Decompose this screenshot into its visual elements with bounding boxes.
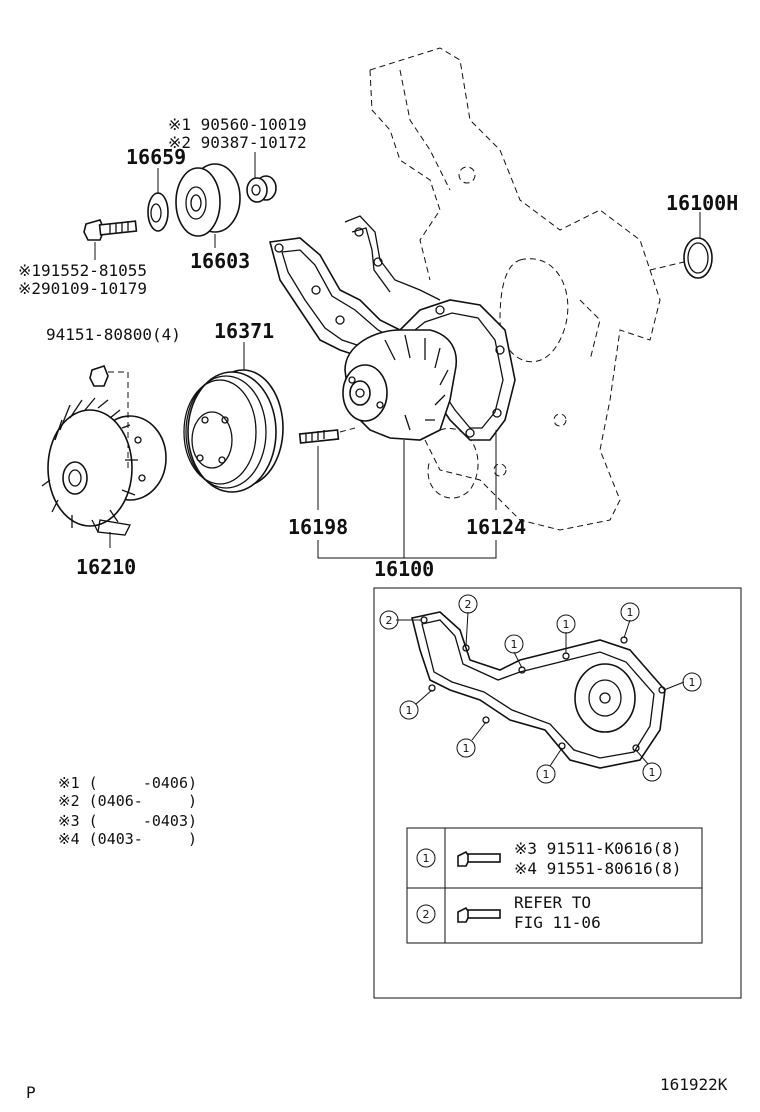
callout-number: 1 (406, 704, 413, 717)
leader-lines (94, 152, 701, 559)
washer-16659 (147, 192, 169, 232)
callout-circle (620, 602, 640, 622)
table-row1-number: 1 (423, 852, 430, 865)
callout-number: 1 (543, 768, 550, 781)
pulley-16371 (183, 369, 284, 493)
callout-number: 2 (386, 614, 393, 627)
label-94151: 94151-80800(4) (46, 325, 181, 344)
callout-circle (379, 610, 399, 630)
label-16198: 16198 (288, 515, 348, 539)
table-row1-line2: ※4 91551-80616(8) (514, 859, 682, 878)
callout-number: 2 (465, 598, 472, 611)
callout-number: 1 (511, 638, 518, 651)
sleeve-90560 (246, 175, 277, 203)
label-bolt-a: ※191552-81055 (18, 261, 147, 280)
fan-clutch-16210 (41, 397, 167, 536)
water-pump (342, 329, 457, 441)
label-ref1-b: ※2 90387-10172 (168, 133, 307, 152)
callout-number: 1 (463, 742, 470, 755)
label-bolt-b: ※290109-10179 (18, 279, 147, 298)
callout-circle (536, 764, 556, 784)
table-row2-number: 2 (423, 908, 430, 921)
detail-table: 1 2 ※3 91511-K0616(8) ※4 91551-80616(8) … (406, 827, 703, 944)
callout-circle (642, 762, 662, 782)
callout-circle (504, 634, 524, 654)
callout-circle (682, 672, 702, 692)
label-16100H: 16100H (666, 191, 738, 215)
note-line: ※4 (0403- ) (58, 830, 197, 848)
callout-circle (556, 614, 576, 634)
callout-circle (399, 700, 419, 720)
bolt-icon (457, 850, 501, 867)
callout-circle (456, 738, 476, 758)
note-line: ※3 ( -0403) (58, 812, 197, 830)
table-row1-line1: ※3 91511-K0616(8) (514, 839, 682, 858)
callout-number: 1 (627, 606, 634, 619)
detail-frame (373, 587, 742, 999)
note-line: ※1 ( -0406) (58, 774, 197, 792)
callout-circle (458, 594, 478, 614)
footer-left: P (26, 1083, 36, 1102)
label-16371: 16371 (214, 319, 274, 343)
label-16659: 16659 (126, 145, 186, 169)
footer-figure-code: 161922K (660, 1075, 728, 1094)
callout-number: 1 (689, 676, 696, 689)
label-16603: 16603 (190, 249, 250, 273)
bolt-icon (457, 906, 501, 923)
nut-94151 (89, 365, 129, 470)
label-ref1-a: ※1 90560-10019 (168, 115, 307, 134)
table-row2-line1: REFER TO (514, 893, 591, 912)
applicability-notes: ※1 ( -0406) ※2 (0406- ) ※3 ( -0403) ※4 (… (58, 774, 197, 848)
label-16100: 16100 (374, 557, 434, 581)
stud-16198 (298, 427, 356, 444)
bolt-91552 (83, 219, 138, 241)
callout-number: 1 (649, 766, 656, 779)
idler-pulley-16603 (175, 163, 241, 237)
callout-number: 1 (563, 618, 570, 631)
label-16124: 16124 (466, 515, 526, 539)
note-line: ※2 (0406- ) (58, 792, 197, 810)
gasket-rear (344, 215, 441, 301)
table-row2-line2: FIG 11-06 (514, 913, 601, 932)
o-ring-16100H (683, 237, 713, 279)
callout-group: 2 2 1 1 1 1 1 1 1 1 (379, 594, 702, 784)
timing-cover (369, 47, 661, 531)
detail-gasket (411, 611, 666, 769)
label-16210: 16210 (76, 555, 136, 579)
